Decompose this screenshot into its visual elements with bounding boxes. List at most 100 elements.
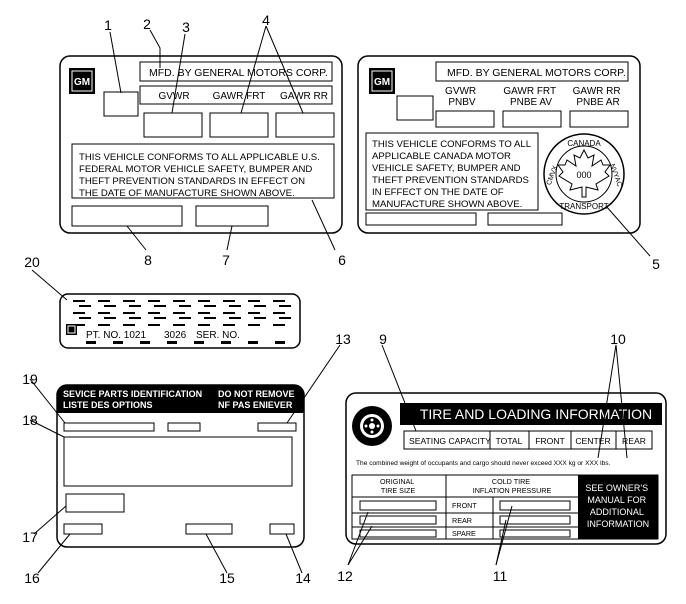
tire-loading-label: TIRE AND LOADING INFORMATION SEATING CAP… — [345, 392, 667, 545]
dash-mark — [148, 300, 160, 302]
dash-mark — [204, 305, 216, 307]
dash-mark — [73, 324, 85, 326]
transport-canada-seal: 000 CANADA TRANSPORT CMVX NVYAC — [543, 133, 625, 215]
dash-mark — [179, 317, 191, 319]
dash-mark — [173, 312, 185, 314]
service-box-15 — [185, 523, 233, 535]
serial-number-text: SER. NO. — [196, 330, 240, 341]
svg-text:TRANSPORT: TRANSPORT — [559, 202, 608, 211]
dash-mark — [123, 312, 135, 314]
gm-logo-canada: GM — [369, 68, 395, 94]
callout-10: 10 — [610, 331, 626, 347]
manufacturer-box — [139, 61, 333, 82]
part-label-icon — [66, 324, 77, 335]
pressure-rear-box — [499, 515, 571, 525]
dash-mark — [279, 317, 291, 319]
callout-15: 15 — [219, 570, 235, 586]
dash-mark — [148, 324, 160, 326]
gvwr-value-box — [143, 112, 203, 138]
rating-header-box — [139, 85, 333, 105]
service-box-13 — [257, 422, 297, 432]
dash-mark — [148, 312, 160, 314]
row-front-label: FRONT — [452, 501, 477, 510]
dash-mark — [154, 305, 166, 307]
us-certification-label: GM MFD. BY GENERAL MOTORS CORP. GVWR GAW… — [59, 55, 343, 234]
dash-mark — [221, 341, 231, 344]
service-header-right: DO NOT REMOVE NF PAS ENIEVER — [218, 389, 297, 410]
tire-title-bar — [400, 403, 662, 425]
option-list-box — [63, 436, 293, 487]
canada-vin-box — [365, 212, 477, 226]
row-spare-label: SPARE — [452, 529, 476, 538]
tire-icon — [352, 406, 392, 446]
callout-3: 3 — [182, 19, 190, 35]
dash-mark — [198, 324, 210, 326]
svg-text:000: 000 — [576, 170, 591, 180]
type-box — [195, 205, 269, 227]
gawr-front-value-box — [209, 112, 269, 138]
dash-mark — [173, 324, 185, 326]
callout-16: 16 — [24, 570, 40, 586]
callout-7: 7 — [222, 252, 230, 268]
canada-certification-label: GM MFD. BY GENERAL MOTORS CORP. GVWR PNB… — [357, 55, 641, 234]
dash-mark — [86, 341, 96, 344]
service-box-16 — [63, 523, 103, 535]
dash-mark — [198, 300, 210, 302]
part-number-text: PT. NO. 1021 — [86, 330, 146, 341]
vin-box — [71, 205, 183, 227]
service-header-left: SEVICE PARTS IDENTIFICATION LISTE DES OP… — [63, 389, 205, 410]
canada-statement: THIS VEHICLE CONFORMS TO ALL APPLICABLE … — [372, 139, 533, 210]
maple-leaf-icon — [557, 148, 611, 198]
statement-box — [71, 143, 335, 199]
service-parts-label: SEVICE PARTS IDENTIFICATION LISTE DES OP… — [56, 384, 305, 548]
pressure-front-box — [499, 500, 571, 511]
dash-mark — [275, 341, 285, 344]
owners-manual-text: SEE OWNER'S MANUAL FOR ADDITIONAL INFORM… — [585, 483, 650, 529]
dash-pattern — [73, 300, 291, 344]
dash-mark — [273, 300, 285, 302]
dash-mark — [98, 324, 110, 326]
manufacturer-text: MFD. BY GENERAL MOTORS CORP. — [149, 67, 328, 79]
gawr-rear-label: GAWR RR — [280, 91, 328, 102]
dash-mark — [198, 312, 210, 314]
dash-mark — [173, 300, 185, 302]
dash-mark — [98, 312, 110, 314]
dash-mark — [179, 305, 191, 307]
leader-lines — [29, 25, 651, 574]
dash-mark — [167, 341, 177, 344]
callout-4: 4 — [262, 12, 270, 28]
canada-gawr-rear-label: GAWR RR PNBE AR — [573, 86, 624, 108]
service-box-b — [167, 422, 201, 432]
gm-logo: GM — [69, 68, 95, 94]
gawr-rear-value-box — [275, 112, 335, 138]
callout-numbers: 1 2 3 4 5 6 7 8 9 10 11 12 13 14 15 16 1… — [22, 12, 660, 586]
dash-mark — [129, 317, 141, 319]
canada-gawr-rear-value-box — [569, 110, 629, 128]
pressure-spare-box — [499, 529, 571, 538]
dash-mark — [229, 305, 241, 307]
seating-capacity-row — [403, 430, 653, 450]
dash-mark — [123, 324, 135, 326]
tire-size-front-box — [359, 500, 437, 511]
front-header: FRONT — [535, 436, 565, 446]
callout-17: 17 — [22, 529, 38, 545]
callout-11: 11 — [493, 568, 508, 584]
canada-gvwr-label: GVWR PNBV — [445, 86, 479, 108]
svg-text:GM: GM — [374, 77, 390, 88]
dash-mark — [104, 305, 116, 307]
callout-6: 6 — [338, 252, 346, 268]
canada-date-box — [396, 95, 434, 121]
callout-20: 20 — [24, 254, 40, 270]
dash-mark — [273, 324, 285, 326]
callout-5: 5 — [652, 256, 660, 272]
weight-limit-text: The combined weight of occupants and car… — [356, 460, 611, 467]
dash-mark — [273, 312, 285, 314]
callout-2: 2 — [143, 16, 151, 32]
callout-8: 8 — [144, 252, 152, 268]
date-box — [103, 91, 139, 117]
service-box-14 — [269, 523, 295, 535]
dash-mark — [140, 341, 150, 344]
gawr-front-label: GAWR FRT — [213, 91, 266, 102]
total-header: TOTAL — [496, 436, 523, 446]
